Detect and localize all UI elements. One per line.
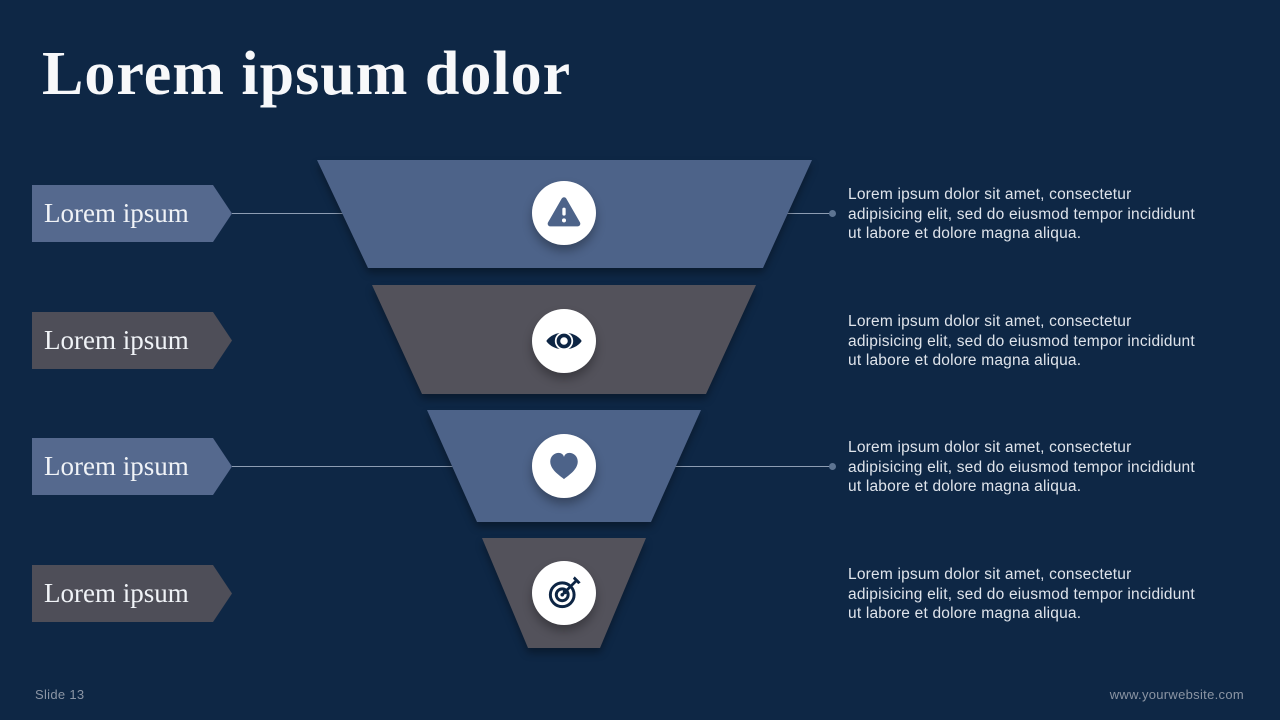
description-line: Lorem ipsum dolor sit amet, consectetur [848, 566, 1132, 583]
funnel-label-1: Lorem ipsum [32, 185, 232, 242]
connector-dot [829, 463, 836, 470]
website-footer: www.yourwebsite.com [1109, 687, 1244, 702]
description-line: ut labore et dolore magna aliqua. [848, 225, 1082, 242]
description-line: adipisicing elit, sed do eiusmod tempor … [848, 205, 1195, 223]
funnel-description-3: Lorem ipsum dolor sit amet, consectetur … [848, 438, 1268, 497]
description-line: adipisicing elit, sed do eiusmod tempor … [848, 585, 1195, 603]
eye-icon [546, 331, 582, 351]
description-line: ut labore et dolore magna aliqua. [848, 478, 1082, 495]
funnel-label-1-text: Lorem ipsum [44, 198, 189, 228]
connector-dot [829, 210, 836, 217]
funnel-description-4: Lorem ipsum dolor sit amet, consectetur … [848, 565, 1268, 624]
funnel-description-1: Lorem ipsum dolor sit amet, consectetur … [848, 185, 1268, 244]
funnel-level-4-badge [532, 561, 596, 625]
funnel-level-1-badge [532, 181, 596, 245]
target-icon [548, 576, 581, 609]
description-line: ut labore et dolore magna aliqua. [848, 352, 1082, 369]
funnel-level-2-badge [532, 309, 596, 373]
warning-icon [547, 197, 581, 227]
slide-number: Slide 13 [35, 687, 85, 702]
funnel-description-2: Lorem ipsum dolor sit amet, consectetur … [848, 312, 1268, 371]
description-line: Lorem ipsum dolor sit amet, consectetur [848, 313, 1132, 330]
description-line: adipisicing elit, sed do eiusmod tempor … [848, 332, 1195, 350]
funnel-label-2-text: Lorem ipsum [44, 325, 189, 355]
funnel-level-3-badge [532, 434, 596, 498]
funnel-label-2: Lorem ipsum [32, 312, 232, 369]
funnel-label-4: Lorem ipsum [32, 565, 232, 622]
description-line: ut labore et dolore magna aliqua. [848, 605, 1082, 622]
funnel-label-3-text: Lorem ipsum [44, 451, 189, 481]
description-line: Lorem ipsum dolor sit amet, consectetur [848, 186, 1132, 203]
slide-title: Lorem ipsum dolor [42, 40, 572, 108]
heart-icon [550, 452, 578, 480]
description-line: Lorem ipsum dolor sit amet, consectetur [848, 439, 1132, 456]
funnel-label-3: Lorem ipsum [32, 438, 232, 495]
description-line: adipisicing elit, sed do eiusmod tempor … [848, 458, 1195, 476]
funnel-label-4-text: Lorem ipsum [44, 578, 189, 608]
